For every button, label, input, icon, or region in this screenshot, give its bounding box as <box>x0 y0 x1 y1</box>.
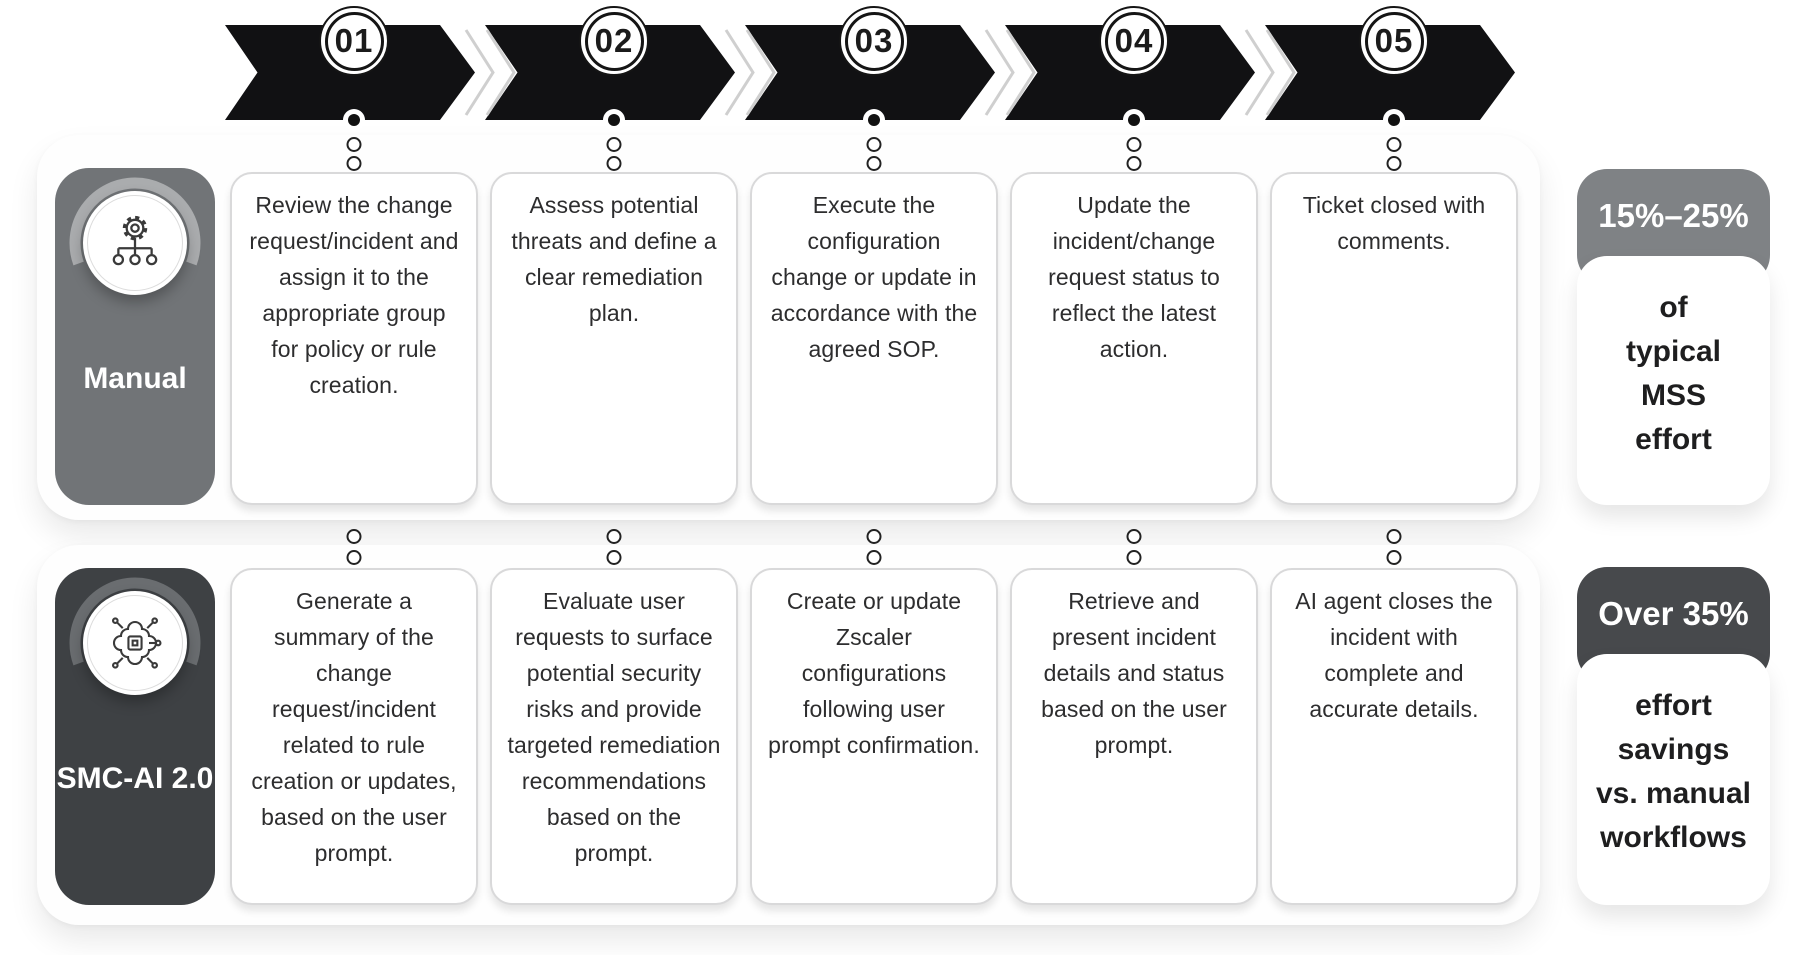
connector-dot <box>346 550 362 565</box>
connector-dot <box>1386 137 1402 152</box>
effort-badge-description: effort savings vs. manual workflows <box>1577 654 1770 905</box>
smc-ai-row-label-pill: SMC-AI 2.0 <box>55 568 215 905</box>
connector-dot <box>346 137 362 152</box>
connector-dot <box>603 109 625 131</box>
step-number-badge: 05 <box>1359 6 1429 76</box>
step-number-badge: 02 <box>579 6 649 76</box>
connector-dot <box>1383 109 1405 131</box>
step-card: Create or update Zscaler configurations … <box>750 568 998 905</box>
row-label: SMC-AI 2.0 <box>56 762 214 795</box>
step-number: 04 <box>1114 22 1154 59</box>
step-card: Evaluate user requests to surface potent… <box>490 568 738 905</box>
pill-top-arc <box>69 177 201 266</box>
connector-dot <box>606 550 622 565</box>
chevron-separator-icon <box>1244 29 1296 116</box>
step-card: Review the change request/incident and a… <box>230 172 478 505</box>
step-number-badge: 03 <box>839 6 909 76</box>
step-card: Assess potential threats and define a cl… <box>490 172 738 505</box>
connector-dot <box>346 529 362 544</box>
connector-dot <box>606 156 622 171</box>
connector-dot <box>866 529 882 544</box>
connector-dot <box>1386 550 1402 565</box>
step-card: Execute the configuration change or upda… <box>750 172 998 505</box>
connector-dot <box>866 137 882 152</box>
chevron-separator-icon <box>724 29 776 116</box>
step-card: AI agent closes the incident with comple… <box>1270 568 1518 905</box>
step-card: Update the incident/change request statu… <box>1010 172 1258 505</box>
step-card: Retrieve and present incident details an… <box>1010 568 1258 905</box>
connector-dot <box>866 156 882 171</box>
chevron-separator-icon <box>464 29 516 116</box>
ai-chip-icon <box>111 617 162 669</box>
step-number: 05 <box>1374 22 1414 59</box>
chevron-separator-icon <box>984 29 1036 116</box>
connector-dot <box>863 109 885 131</box>
connector-dot <box>1126 156 1142 171</box>
effort-badge-description: of typical MSS effort <box>1577 256 1770 505</box>
connector-dot <box>346 156 362 171</box>
ai-icon-circle <box>83 591 187 695</box>
connector-dot <box>606 137 622 152</box>
connector-dot <box>866 550 882 565</box>
row-label: Manual <box>83 362 187 395</box>
step-number-badge: 04 <box>1099 6 1169 76</box>
manual-row-label-pill: Manual <box>55 168 215 505</box>
connector-dot <box>343 109 365 131</box>
step-number: 01 <box>334 22 374 59</box>
step-card: Generate a summary of the change request… <box>230 568 478 905</box>
connector-dot <box>1123 109 1145 131</box>
connector-dot <box>1386 529 1402 544</box>
pill-top-arc <box>69 577 201 666</box>
step-number-badge: 01 <box>319 6 389 76</box>
connector-dot <box>1386 156 1402 171</box>
connector-dot <box>1126 529 1142 544</box>
connector-dot <box>1126 137 1142 152</box>
connector-dot <box>1126 550 1142 565</box>
step-card: Ticket closed with comments. <box>1270 172 1518 505</box>
step-number: 03 <box>854 22 894 59</box>
workflow-hierarchy-icon <box>112 215 158 266</box>
connector-dot <box>606 529 622 544</box>
manual-icon-circle <box>83 191 187 295</box>
step-number: 02 <box>594 22 634 59</box>
